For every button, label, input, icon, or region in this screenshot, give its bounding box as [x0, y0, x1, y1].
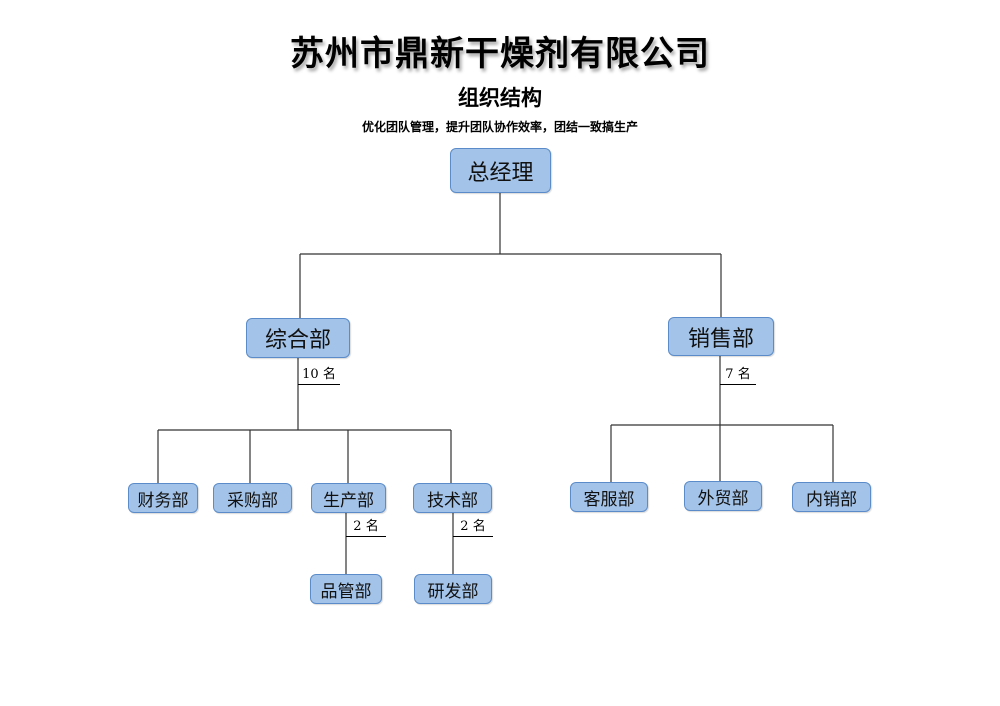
- sales-dept-count: 7 名: [720, 367, 756, 385]
- node-sales-dept[interactable]: 销售部: [668, 317, 774, 356]
- node-rnd-dept[interactable]: 研发部: [414, 574, 492, 604]
- node-finance-dept[interactable]: 财务部: [128, 483, 198, 513]
- node-general-dept[interactable]: 综合部: [246, 318, 350, 358]
- slogan: 优化团队管理，提升团队协作效率，团结一致搞生产: [361, 120, 638, 134]
- production-dept-count: 2 名: [346, 519, 386, 537]
- node-general-manager[interactable]: 总经理: [450, 148, 551, 193]
- node-technology-dept[interactable]: 技术部: [413, 483, 492, 513]
- node-quality-dept[interactable]: 品管部: [310, 574, 382, 604]
- node-purchasing-dept[interactable]: 采购部: [213, 483, 292, 513]
- technology-dept-count: 2 名: [453, 519, 493, 537]
- chart-subtitle: 组织结构: [458, 86, 542, 110]
- general-dept-count: 10 名: [298, 367, 340, 385]
- node-foreign-trade-dept[interactable]: 外贸部: [684, 481, 762, 511]
- node-production-dept[interactable]: 生产部: [311, 483, 386, 513]
- company-title: 苏州市鼎新干燥剂有限公司: [290, 34, 710, 74]
- node-customer-service-dept[interactable]: 客服部: [570, 482, 648, 512]
- node-domestic-sales-dept[interactable]: 内销部: [792, 482, 871, 512]
